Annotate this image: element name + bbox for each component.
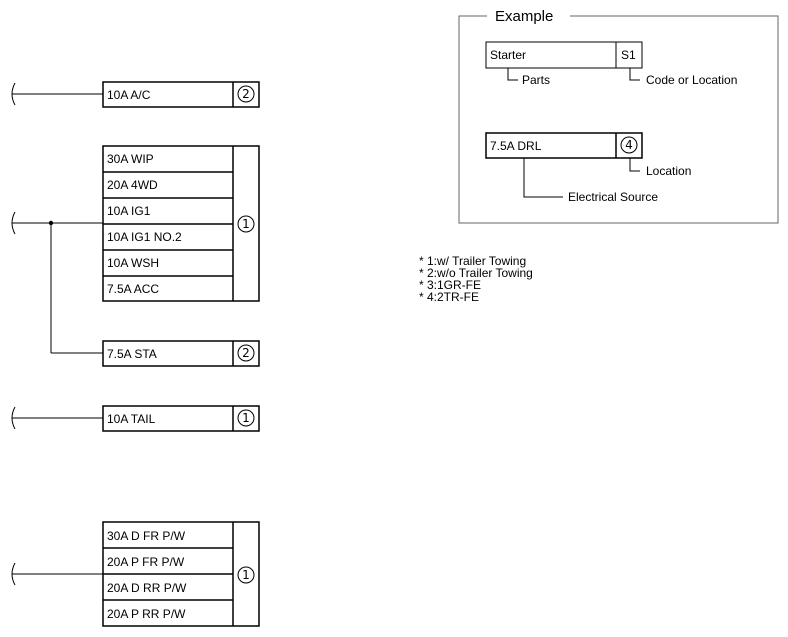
fuse-label: 30A D FR P/W [107, 529, 186, 543]
location-circle-icon [237, 215, 255, 233]
fuse-label: 20A P FR P/W [107, 555, 185, 569]
leader-line [629, 158, 640, 172]
note-item: * 4:2TR-FE [419, 290, 479, 304]
location-circle-icon [620, 136, 638, 154]
location-number: 1 [242, 568, 250, 582]
parts-label: Parts [522, 73, 550, 87]
fuse-label: 10A IG1 [107, 204, 151, 218]
source-label: Electrical Source [568, 190, 658, 204]
fuse-box [102, 81, 260, 108]
example-location-number: 4 [625, 138, 633, 152]
example-part-box [485, 41, 643, 69]
location-number: 2 [242, 87, 250, 101]
fuse-box [102, 340, 260, 367]
leader-line [629, 68, 640, 81]
leader-line [507, 68, 518, 81]
location-number: 1 [242, 217, 250, 231]
fuse-box [102, 405, 260, 432]
fuse-label: 10A IG1 NO.2 [107, 230, 182, 244]
fuse-label: 10A TAIL [107, 412, 156, 426]
location-label: Location [646, 164, 691, 178]
fuse-label: 7.5A ACC [107, 282, 159, 296]
fuse-label: 10A A/C [107, 88, 151, 102]
example-part-name: Starter [490, 48, 526, 62]
fuse-group-5: 30A D FR P/W 20A P FR P/W 20A D RR P/W 2… [11, 521, 260, 627]
fuse-label: 30A WIP [107, 152, 154, 166]
location-number: 2 [242, 346, 250, 360]
fuse-label: 10A WSH [107, 256, 159, 270]
fuse-label: 7.5A STA [107, 347, 157, 361]
location-number: 1 [242, 411, 250, 425]
fuse-group-3: 7.5A STA 2 [51, 340, 260, 367]
note-item: * 2:w/o Trailer Towing [419, 266, 533, 280]
notes: * 1:w/ Trailer Towing * 2:w/o Trailer To… [419, 254, 533, 304]
note-item: * 3:1GR-FE [419, 278, 481, 292]
location-circle-icon [237, 566, 255, 584]
example-source-name: 7.5A DRL [490, 139, 542, 153]
fuse-label: 20A D RR P/W [107, 581, 187, 595]
location-circle-icon [237, 85, 255, 103]
code-label: Code or Location [646, 73, 737, 87]
fuse-label: 20A P RR P/W [107, 607, 186, 621]
location-circle-icon [237, 344, 255, 362]
legend-frame [458, 15, 779, 224]
fuse-group-2: 30A WIP 20A 4WD 10A IG1 10A IG1 NO.2 10A… [11, 145, 260, 353]
location-circle-icon [237, 409, 255, 427]
legend-title: Example [495, 8, 553, 25]
leader-line [523, 158, 563, 198]
example-source-box [485, 132, 643, 159]
fuse-group-1: 10A A/C 2 [11, 81, 260, 108]
legend-example: Example Starter S1 Parts Code or Locatio… [458, 8, 779, 224]
example-part-code: S1 [621, 48, 636, 62]
note-item: * 1:w/ Trailer Towing [419, 254, 526, 268]
fuse-label: 20A 4WD [107, 178, 158, 192]
fuse-group-4: 10A TAIL 1 [11, 405, 260, 432]
